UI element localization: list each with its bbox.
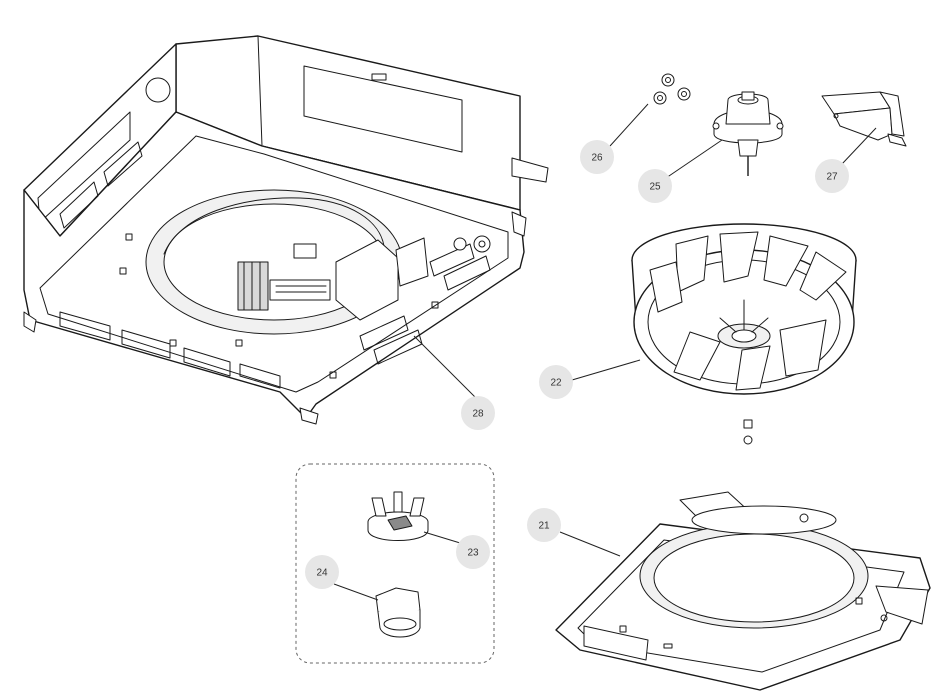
chassis-housing-part [23,35,549,425]
bellmouth-plate-part [555,491,931,691]
callout-21: 21 [527,508,561,542]
callout-24-label: 24 [316,568,328,579]
callout-22: 22 [539,365,573,399]
callout-28-label: 28 [472,409,484,420]
callout-22-label: 22 [550,378,562,389]
fan-motor-part [712,91,784,176]
callout-26-label: 26 [591,153,603,164]
blower-wheel-part [631,223,857,445]
callout-24: 24 [305,555,339,589]
callout-25: 25 [638,169,672,203]
callout-28: 28 [461,396,495,430]
callout-27: 27 [815,159,849,193]
locking-washer-part [367,491,429,541]
callout-21-label: 21 [538,521,550,532]
nut-set-part [653,73,691,105]
callout-25-label: 25 [649,182,661,193]
bracket-part [821,91,907,147]
flange-nut-part [375,587,421,638]
callout-26: 26 [580,140,614,174]
callout-23-label: 23 [467,548,479,559]
callout-23: 23 [456,535,490,569]
accessory-kit-box [295,463,495,664]
callout-27-label: 27 [826,172,838,183]
